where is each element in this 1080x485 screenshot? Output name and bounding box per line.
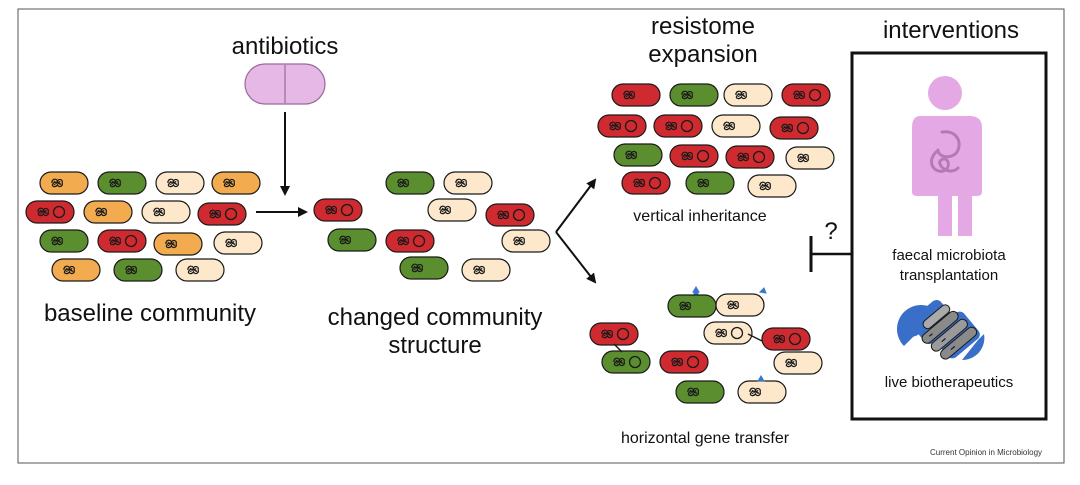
horizontal-bacterium xyxy=(773,351,823,375)
baseline-bacterium xyxy=(213,231,263,255)
vertical-bacterium xyxy=(725,145,775,169)
fmt-label-line2: transplantation xyxy=(899,267,999,284)
vertical-inheritance-label: vertical inheritance xyxy=(633,208,767,225)
changed-bacterium xyxy=(399,256,449,280)
interventions-label: interventions xyxy=(882,17,1020,44)
horizontal-bacterium xyxy=(761,327,811,351)
to-horizontal-arrow xyxy=(555,231,597,284)
plasmid-markers xyxy=(692,286,767,382)
baseline-bacterium xyxy=(197,202,247,226)
to-vertical-arrow xyxy=(555,178,597,233)
changed-bacterium xyxy=(485,203,535,227)
question-mark: ? xyxy=(824,218,838,245)
biotherapeutic-capsule-icon xyxy=(896,299,985,361)
vertical-bacterium xyxy=(611,83,661,107)
changed-bacterium xyxy=(427,198,477,222)
vertical-bacterium xyxy=(769,116,819,140)
conjugation-bridges xyxy=(613,333,763,353)
baseline-community-label: baseline community xyxy=(43,300,257,327)
baseline-bacterium xyxy=(153,232,203,256)
changed-community-label-line2: structure xyxy=(388,332,482,359)
baseline-bacterium xyxy=(97,229,147,253)
human-body-icon xyxy=(912,76,982,236)
changed-community-cells xyxy=(313,171,551,282)
changed-bacterium xyxy=(385,171,435,195)
vertical-bacterium xyxy=(785,146,835,170)
interventions-box xyxy=(850,51,1048,421)
horizontal-bacterium xyxy=(601,350,651,374)
baseline-bacterium xyxy=(39,171,89,195)
changed-bacterium xyxy=(385,229,435,253)
gut-icon xyxy=(930,130,961,173)
vertical-bacterium xyxy=(711,114,761,138)
horizontal-bacterium xyxy=(589,322,639,346)
vertical-bacterium xyxy=(723,83,773,107)
baseline-bacterium xyxy=(25,200,75,224)
live-biotherapeutics-label: live biotherapeutics xyxy=(884,374,1014,391)
vertical-bacterium xyxy=(653,114,703,138)
vertical-inheritance-cells xyxy=(597,83,835,198)
horizontal-bacterium xyxy=(667,294,717,318)
vertical-bacterium xyxy=(621,171,671,195)
horizontal-bacterium xyxy=(659,350,709,374)
baseline-bacterium xyxy=(113,258,163,282)
horizontal-transfer-cells xyxy=(589,293,823,404)
horizontal-bacterium xyxy=(703,321,753,345)
horizontal-bacterium xyxy=(675,380,725,404)
vertical-bacterium xyxy=(685,171,735,195)
baseline-community-cells xyxy=(25,171,263,282)
baseline-bacterium xyxy=(155,171,205,195)
baseline-bacterium xyxy=(211,171,261,195)
vertical-bacterium xyxy=(781,83,831,107)
baseline-bacterium xyxy=(39,229,89,253)
changed-community-label-line1: changed community xyxy=(327,304,543,331)
journal-credit: Current Opinion in Microbiology xyxy=(930,448,1043,457)
resistome-label-line1: resistome xyxy=(650,13,756,40)
horizontal-bacterium xyxy=(737,380,787,404)
vertical-bacterium xyxy=(669,144,719,168)
changed-bacterium xyxy=(313,198,363,222)
fmt-label-line1: faecal microbiota xyxy=(892,247,1006,264)
baseline-bacterium xyxy=(97,171,147,195)
baseline-bacterium xyxy=(83,200,133,224)
antibiotic-pill-icon xyxy=(244,63,326,105)
changed-bacterium xyxy=(501,229,551,253)
horizontal-bacterium xyxy=(715,293,765,317)
baseline-bacterium xyxy=(175,258,225,282)
horizontal-gene-transfer-label: horizontal gene transfer xyxy=(620,430,790,447)
vertical-bacterium xyxy=(597,114,647,138)
changed-bacterium xyxy=(461,258,511,282)
vertical-bacterium xyxy=(613,143,663,167)
baseline-bacterium xyxy=(141,200,191,224)
changed-bacterium xyxy=(327,228,377,252)
resistome-label-line2: expansion xyxy=(648,41,758,68)
changed-bacterium xyxy=(443,171,493,195)
antibiotics-label: antibiotics xyxy=(231,33,339,60)
figure-border xyxy=(17,8,1065,464)
vertical-bacterium xyxy=(669,83,719,107)
vertical-bacterium xyxy=(747,174,797,198)
baseline-bacterium xyxy=(51,258,101,282)
